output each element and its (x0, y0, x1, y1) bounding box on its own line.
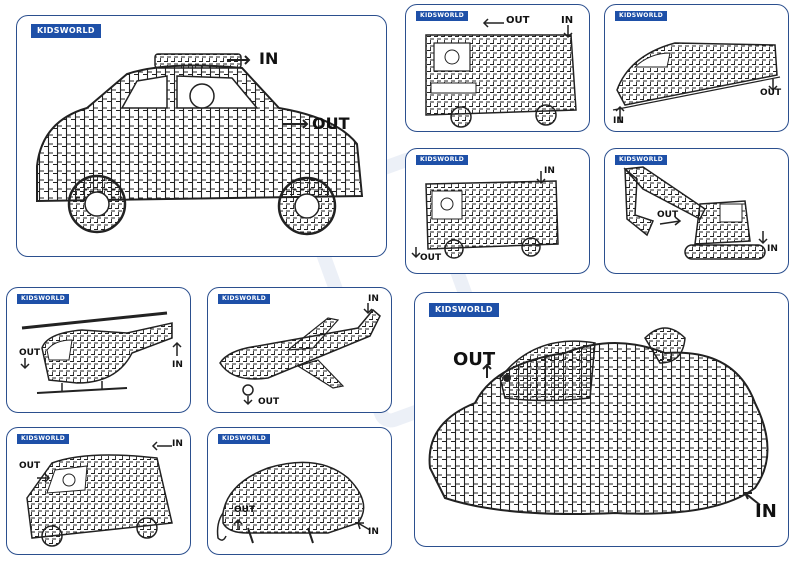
maze-exit-label: OUT (234, 505, 256, 515)
excavator-maze-illustration (623, 166, 768, 260)
maze-entry-label: IN (755, 501, 777, 522)
maze-card-van[interactable]: KIDSWORLD IN OUT (6, 427, 191, 555)
maze-exit-label: OUT (506, 15, 530, 26)
maze-exit-label: OUT (258, 397, 280, 407)
maze-entry-label: IN (172, 439, 183, 449)
maze-exit-label: OUT (760, 88, 782, 98)
fire-truck-maze-illustration (425, 18, 577, 128)
maze-card-excavator[interactable]: KIDSWORLD OUT IN (604, 148, 789, 274)
van-maze-illustration (26, 441, 173, 547)
anteater-maze-illustration (216, 461, 371, 544)
maze-card-bullet-train[interactable]: KIDSWORLD IN OUT (604, 4, 789, 132)
brand-badge: KIDSWORLD (31, 24, 101, 38)
brand-badge: KIDSWORLD (17, 294, 70, 304)
maze-entry-label: IN (368, 294, 379, 304)
maze-entry-label: IN (368, 527, 379, 537)
maze-card-fire-truck[interactable]: KIDSWORLD OUT IN (405, 4, 590, 132)
brand-badge: KIDSWORLD (429, 303, 499, 317)
maze-exit-label: OUT (657, 210, 679, 220)
airplane-maze-illustration (219, 303, 381, 406)
maze-card-anteater[interactable]: KIDSWORLD OUT IN (207, 427, 392, 555)
capybara-maze-illustration (428, 327, 769, 515)
maze-exit-label: OUT (453, 349, 496, 370)
maze-card-airplane[interactable]: KIDSWORLD IN OUT (207, 287, 392, 413)
bus-maze-illustration (411, 171, 559, 259)
maze-entry-label: IN (613, 116, 624, 126)
brand-badge: KIDSWORLD (416, 155, 469, 165)
helicopter-maze-illustration (20, 311, 182, 394)
maze-card-taxi[interactable]: KIDSWORLD IN OUT (16, 15, 387, 257)
brand-badge: KIDSWORLD (218, 434, 271, 444)
taxi-maze-illustration (36, 53, 364, 236)
maze-exit-label: OUT (19, 461, 41, 471)
maze-entry-label: IN (767, 244, 778, 254)
maze-entry-label: IN (259, 49, 279, 68)
maze-entry-label: IN (561, 15, 574, 26)
brand-badge: KIDSWORLD (218, 294, 271, 304)
maze-card-bus[interactable]: KIDSWORLD IN OUT (405, 148, 590, 274)
maze-card-helicopter[interactable]: KIDSWORLD OUT IN (6, 287, 191, 413)
maze-exit-label: OUT (19, 348, 41, 358)
maze-entry-label: IN (172, 360, 183, 370)
brand-badge: KIDSWORLD (416, 11, 469, 21)
maze-entry-label: IN (544, 166, 555, 176)
brand-badge: KIDSWORLD (615, 155, 668, 165)
brand-badge: KIDSWORLD (615, 11, 668, 21)
maze-exit-label: OUT (312, 114, 350, 133)
brand-badge: KIDSWORLD (17, 434, 70, 444)
maze-card-capybara[interactable]: KIDSWORLD OUT IN (414, 292, 789, 547)
bullet-train-maze-illustration (612, 42, 781, 123)
maze-exit-label: OUT (420, 253, 442, 263)
